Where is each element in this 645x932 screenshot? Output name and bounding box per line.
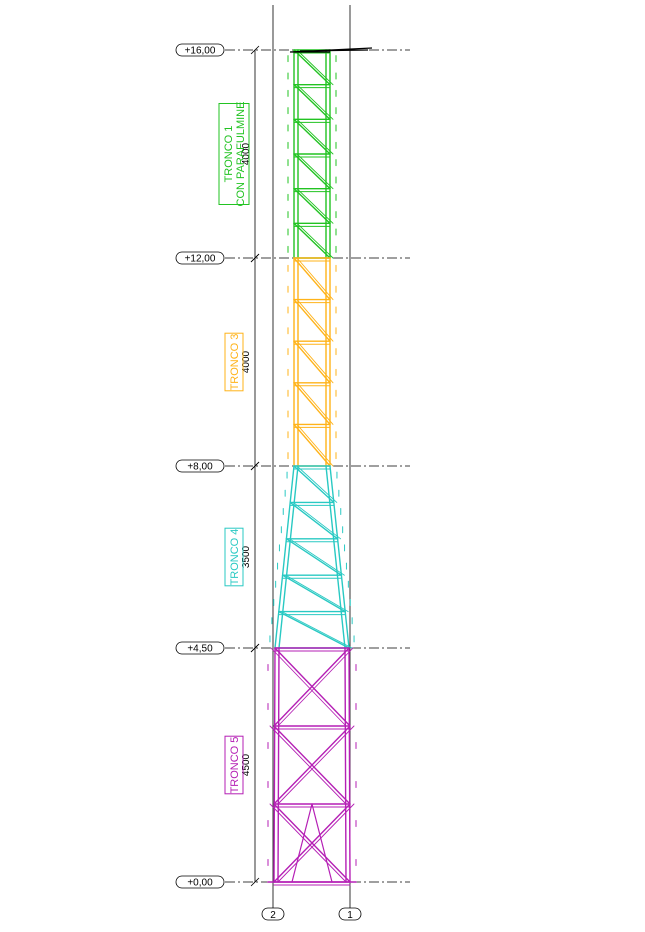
level-tag [175,875,225,889]
section-label-line: TRONCO 3 [229,334,241,391]
tower-leg [329,465,350,649]
axis-marker-2: 2 [261,905,285,921]
tower-diagonal [293,222,331,259]
tower-diagonal [269,725,347,805]
dimension-tick [250,643,260,653]
tower-diagonal [296,423,334,467]
tower-diagonal [273,647,350,727]
tower-diagonal [281,574,346,613]
axis-label-1: 1 [347,910,353,921]
tower-diagonal [296,153,334,190]
section-label-box [224,332,244,392]
dimension-label: 3500 [241,545,252,568]
tower-diagonal [293,49,331,86]
tower-diagonal [296,84,334,120]
tower-diagonal [292,501,342,540]
dimension-label: 4000 [241,142,252,165]
tower-diagonal [277,725,355,805]
tower-leg [325,465,346,649]
tower-diagonal [277,647,354,727]
section-label-box [224,735,244,795]
dimension-tick [250,461,260,471]
tower-diagonal [296,257,334,301]
tower-leg [277,647,280,883]
tower-diagonal [293,465,335,504]
section-label-line: TRONCO 5 [229,737,241,794]
level-label: +8,00 [187,462,213,473]
section-label-line: TRONCO 4 [229,529,241,586]
tower-diagonal [296,222,334,259]
tower-diagonal [293,83,331,121]
level-tag [175,459,225,473]
tower-diagonal [289,501,339,540]
tower-leg [278,465,299,649]
tower-diagonal [293,257,331,301]
level-tag [175,43,225,57]
dimension-tick [250,45,260,55]
tower-diagonal [273,725,351,805]
tower-diagonal [293,340,331,384]
tower-diagonal [293,118,331,155]
axis-label-2: 2 [270,910,276,921]
tower-diagonal [293,298,331,342]
tower-diagonal [285,574,349,613]
tower-diagonal [296,49,334,86]
tower-structure [267,49,357,886]
tower-leg [344,647,347,883]
tower-diagonal [288,538,345,576]
tower-diagonal [285,538,343,576]
level-label: +16,00 [185,46,216,57]
tower-diagonal [274,647,351,727]
tower-base-strut [311,803,333,883]
section-label-line: TRONCO 1 [223,126,235,183]
tower-diagonal [293,382,331,426]
tower-diagonal [296,118,334,155]
level-tag [175,251,225,265]
tower-diagonal [269,803,347,883]
tower-diagonal [296,340,334,384]
level-lines: +16,00 +12,00 +8,00 +4,50 +0,00 [175,43,410,889]
tower-leg [273,647,276,883]
tower-diagonal [278,610,350,649]
tower-diagonal [296,382,334,425]
tower-diagonal [293,423,331,467]
tower-diagonal [270,647,347,727]
tower-diagonal [273,803,351,883]
level-label: +4,50 [187,644,213,655]
tower-diagonal [281,611,353,649]
dimension-tick [250,253,260,263]
level-label: +0,00 [187,878,213,889]
dimension-label: 4500 [241,753,252,776]
dimension-chain: 4000 4000 3500 4500 [241,45,260,887]
tower-base-strut [291,803,313,883]
tower-leg [348,647,351,883]
axis-marker-1: 1 [338,905,362,921]
tower-diagonal [296,299,334,342]
tower-diagonal [293,187,331,225]
tower-diagonal [296,188,334,224]
dimension-tick [250,877,260,887]
level-tag [175,641,225,655]
section-label-line: CON PARAFULMINE [235,102,247,207]
tower-diagonal [296,465,338,503]
tower-diagonal [293,153,331,190]
tower-diagonal [277,803,355,883]
tower-leg [274,465,295,649]
level-label: +12,00 [185,254,216,265]
lightning-rod [289,47,373,53]
section-label-box [218,103,250,205]
dimension-label: 4000 [241,350,252,373]
section-label-box [224,527,244,587]
